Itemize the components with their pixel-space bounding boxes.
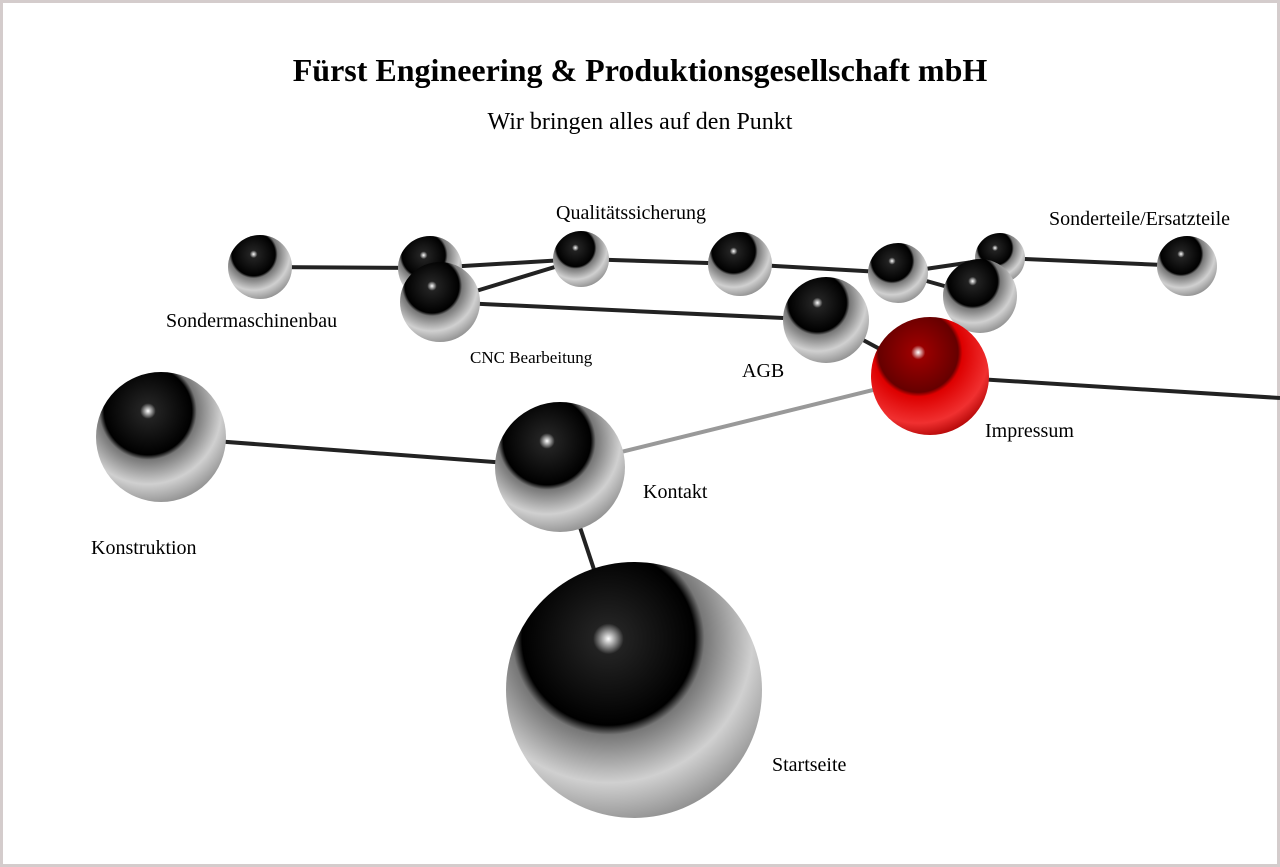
link-agb[interactable]: AGB [742,360,785,382]
link-konstruktion[interactable]: Konstruktion [91,537,197,559]
sphere [96,372,226,502]
sphere [783,277,869,363]
sphere [553,231,609,287]
sphere [708,232,772,296]
sphere [228,235,292,299]
sphere [400,262,480,342]
sphere [868,243,928,303]
link-startseite[interactable]: Startseite [772,754,847,776]
link-qualitaetssicherung[interactable]: Qualitätssicherung [556,202,706,224]
link-cnc-bearbeitung[interactable]: CNC Bearbeitung [470,348,593,367]
sphere-large [506,562,762,818]
sphere [495,402,625,532]
link-sondermaschinenbau[interactable]: Sondermaschinenbau [166,310,338,332]
link-impressum[interactable]: Impressum [985,420,1074,442]
link-kontakt[interactable]: Kontakt [643,481,708,503]
spheres [96,231,1217,818]
page-subtitle: Wir bringen alles auf den Punkt [487,109,793,135]
sphere [943,259,1017,333]
link-sonderteile[interactable]: Sonderteile/Ersatzteile [1049,208,1231,230]
sphere [1157,236,1217,296]
sphere-red [871,317,989,435]
page-title: Fürst Engineering & Produktionsgesellsch… [292,52,988,88]
